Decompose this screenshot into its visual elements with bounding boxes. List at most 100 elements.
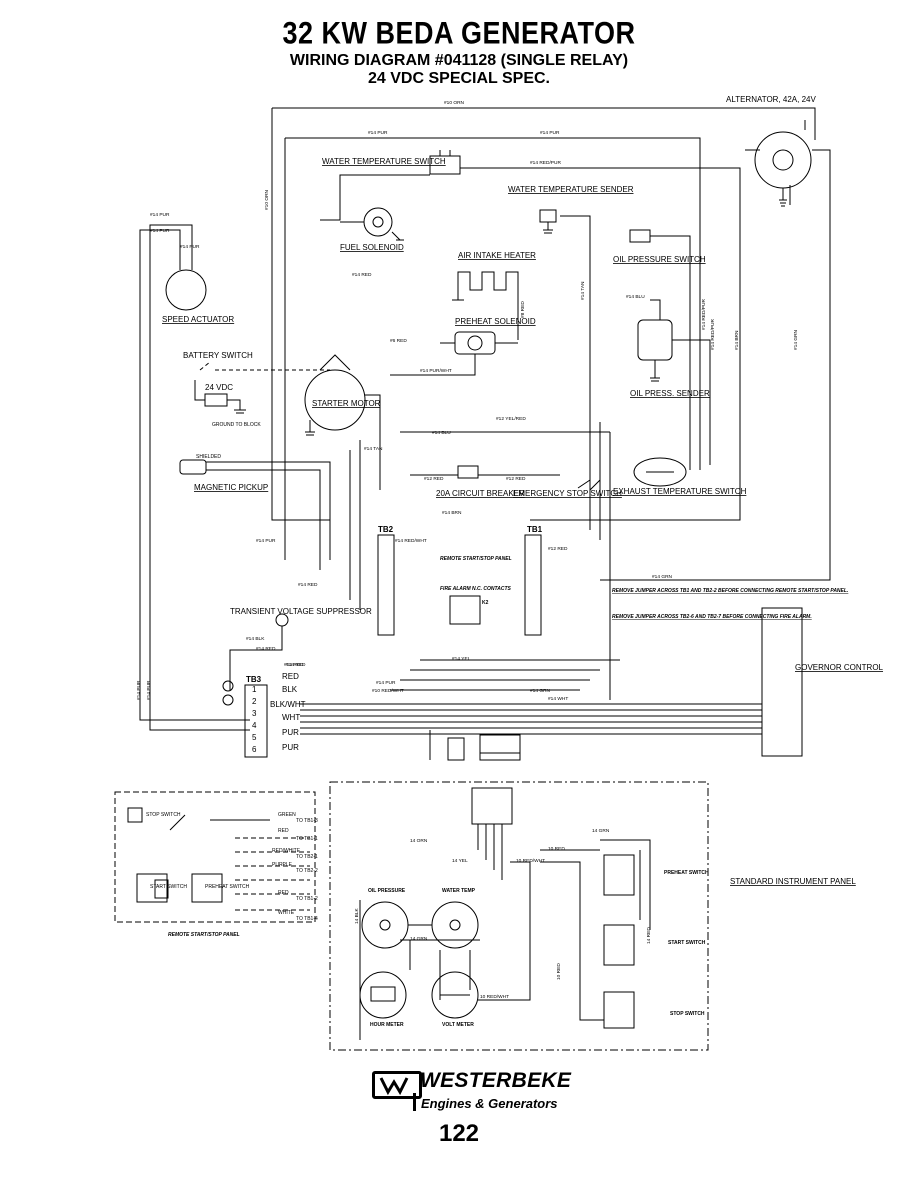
k2-label: K2 — [482, 600, 489, 606]
remote-stop-switch-label: STOP SWITCH — [146, 812, 181, 818]
remote-wire-color: GREEN — [278, 812, 296, 818]
wire-label: #14 TAN — [364, 446, 383, 452]
wire-label: #10 ORN — [444, 100, 465, 106]
panel-wire-label: 10 RED — [556, 963, 562, 980]
tb3-terminal-num: 3 — [252, 709, 257, 718]
wire-label: #14 PUR/WHT — [420, 368, 452, 374]
wire-label: #14 RED/PUR — [710, 319, 716, 350]
starter-motor-label: STARTER MOTOR — [312, 399, 381, 408]
panel-wire-label: 14 GRN — [410, 936, 428, 942]
tb3-terminal-color: RED — [282, 672, 299, 681]
battery-label: 24 VDC — [205, 383, 233, 392]
tb3-terminal: 1 RED — [222, 672, 299, 694]
diagram-subtitle: WIRING DIAGRAM #041128 (SINGLE RELAY) — [289, 52, 629, 69]
tb3-terminal-num: 5 — [252, 733, 257, 742]
wire-label: #14 GRN — [793, 329, 799, 350]
wire-label: #14 PUR — [150, 228, 170, 234]
wire-label: #14 RED/PUR — [530, 160, 561, 166]
wire-label: #14 RED/WHT — [395, 538, 427, 544]
tb3-label: TB3 — [246, 675, 262, 684]
remote-wire-color: RED/WHITE — [272, 848, 301, 854]
wire-label: #14 WHT — [548, 696, 568, 702]
tb3-terminal-num: 2 — [252, 697, 257, 706]
wire-label: #14 PUR — [376, 680, 396, 686]
panel-wire-label: 14 RED — [646, 927, 652, 944]
remote-wire-color: RED — [278, 890, 289, 896]
standard-panel-label: STANDARD INSTRUMENT PANEL — [730, 877, 856, 886]
wire-label: #14 TAN — [580, 281, 586, 300]
page-number: 122 — [438, 1120, 480, 1147]
wire-label: #8 RED — [520, 301, 526, 318]
tb3-terminal: 3 BLK/WHT — [252, 700, 306, 718]
tb3-wire-label: #14 RED — [286, 662, 306, 668]
panel-wire-label: 10 RED — [548, 846, 565, 852]
wire-label: #14 GRN — [530, 688, 551, 694]
remote-start-switch-label: START SWITCH — [150, 884, 187, 890]
wire-label: #14 RED — [298, 582, 318, 588]
transient-suppressor-label: TRANSIENT VOLTAGE SUPPRESSOR — [230, 607, 372, 616]
fire-alarm-label: FIRE ALARM N.C. CONTACTS — [440, 586, 511, 592]
remote-wire-dest: TO TB1-3 — [296, 818, 318, 824]
panel-wire-label: 14 YEL — [452, 858, 468, 864]
tb3-terminal-num: 6 — [252, 745, 257, 754]
remote-preheat-switch-label: PREHEAT SWITCH — [205, 884, 250, 890]
wire-label: #14 BLU — [432, 430, 451, 436]
air-intake-heater-label: AIR INTAKE HEATER — [458, 251, 536, 260]
speed-actuator-label: SPEED ACTUATOR — [162, 315, 234, 324]
shielded-label: SHIELDED — [196, 454, 221, 460]
note-jumper-tb2: REMOVE JUMPER ACROSS TB2-6 AND TB2-7 BEF… — [612, 614, 812, 620]
fuel-solenoid-label: FUEL SOLENOID — [340, 243, 404, 252]
governor-control-label: GOVERNOR CONTROL — [795, 663, 884, 672]
wire-label: #12 RED — [506, 476, 526, 482]
panel-wire-label: 10 RED/WHT — [516, 858, 545, 864]
remote-panel-tag: REMOTE START/STOP PANEL — [440, 556, 512, 562]
wire-label: #14 YEL — [452, 656, 471, 662]
water-temp-gauge-label: WATER TEMP — [442, 888, 476, 894]
remote-wire-dest: TO TB1-4 — [296, 916, 318, 922]
oil-pressure-switch-label: OIL PRESSURE SWITCH — [613, 255, 706, 264]
wire-label: #14 RED/PUR — [701, 299, 707, 330]
preheat-solenoid-label: PREHEAT SOLENOID — [455, 317, 536, 326]
remote-wire-color: RED — [278, 828, 289, 834]
panel-wire-label: 14 BLK — [354, 907, 360, 924]
stop-switch-label: STOP SWITCH — [670, 1011, 705, 1017]
wire-label: #14 BLU — [626, 294, 645, 300]
water-temp-sender-label: WATER TEMPERATURE SENDER — [508, 185, 634, 194]
wire-label: #14 PUR — [180, 244, 200, 250]
wire-label: #6 RED — [390, 338, 407, 344]
westerbeke-logo-icon — [372, 1071, 422, 1099]
emergency-stop-label: EMERGENCY STOP SWITCH — [513, 489, 622, 498]
alternator-label: ALTERNATOR, 42A, 24V — [726, 95, 816, 104]
wire-label: #14 PUR — [136, 680, 142, 700]
note-jumper-tb1: REMOVE JUMPER ACROSS TB1 AND TB2-2 BEFOR… — [612, 588, 848, 594]
remote-wire-color: PURPLE — [272, 862, 293, 868]
exhaust-temp-switch-label: EXHAUST TEMPERATURE SWITCH — [613, 487, 747, 496]
magnetic-pickup-label: MAGNETIC PICKUP — [194, 483, 268, 492]
hour-meter-label: HOUR METER — [370, 1022, 404, 1028]
tb3-terminal-color: PUR — [282, 728, 299, 737]
start-switch-label: START SWITCH — [668, 940, 706, 946]
tb3-terminal: 2 BLK — [222, 685, 298, 706]
wire-label: #14 PUR — [150, 212, 170, 218]
wire-label: #14 RED — [352, 272, 372, 278]
wire-label: #14 RED — [256, 646, 276, 652]
remote-wire-dest: TO TB1-1 — [296, 836, 318, 842]
wire-label: #10 ORN — [264, 189, 270, 210]
wire-label: #14 PUR — [256, 538, 276, 544]
wire-label: #12 RED — [548, 546, 568, 552]
wire-label: #14 BRN — [442, 510, 462, 516]
brand-name: WESTERBEKE — [420, 1069, 572, 1092]
wire-label: #12 YEL/RED — [496, 416, 526, 422]
tb3-terminal-color: PUR — [282, 743, 299, 752]
logo-divider — [413, 1093, 416, 1111]
tb1-label: TB1 — [527, 525, 543, 534]
tb3-terminal-color: BLK/WHT — [270, 700, 306, 709]
tb2-label: TB2 — [378, 525, 394, 534]
tb3-terminal-color: BLK — [282, 685, 298, 694]
diagram-spec: 24 VDC SPECIAL SPEC. — [368, 70, 550, 87]
wire-label: #14 BRN — [734, 330, 740, 350]
brand-tagline: Engines & Generators — [421, 1096, 558, 1111]
tb3-terminal: 6 PUR — [252, 743, 299, 754]
tb3-terminal-color: WHT — [282, 713, 300, 722]
